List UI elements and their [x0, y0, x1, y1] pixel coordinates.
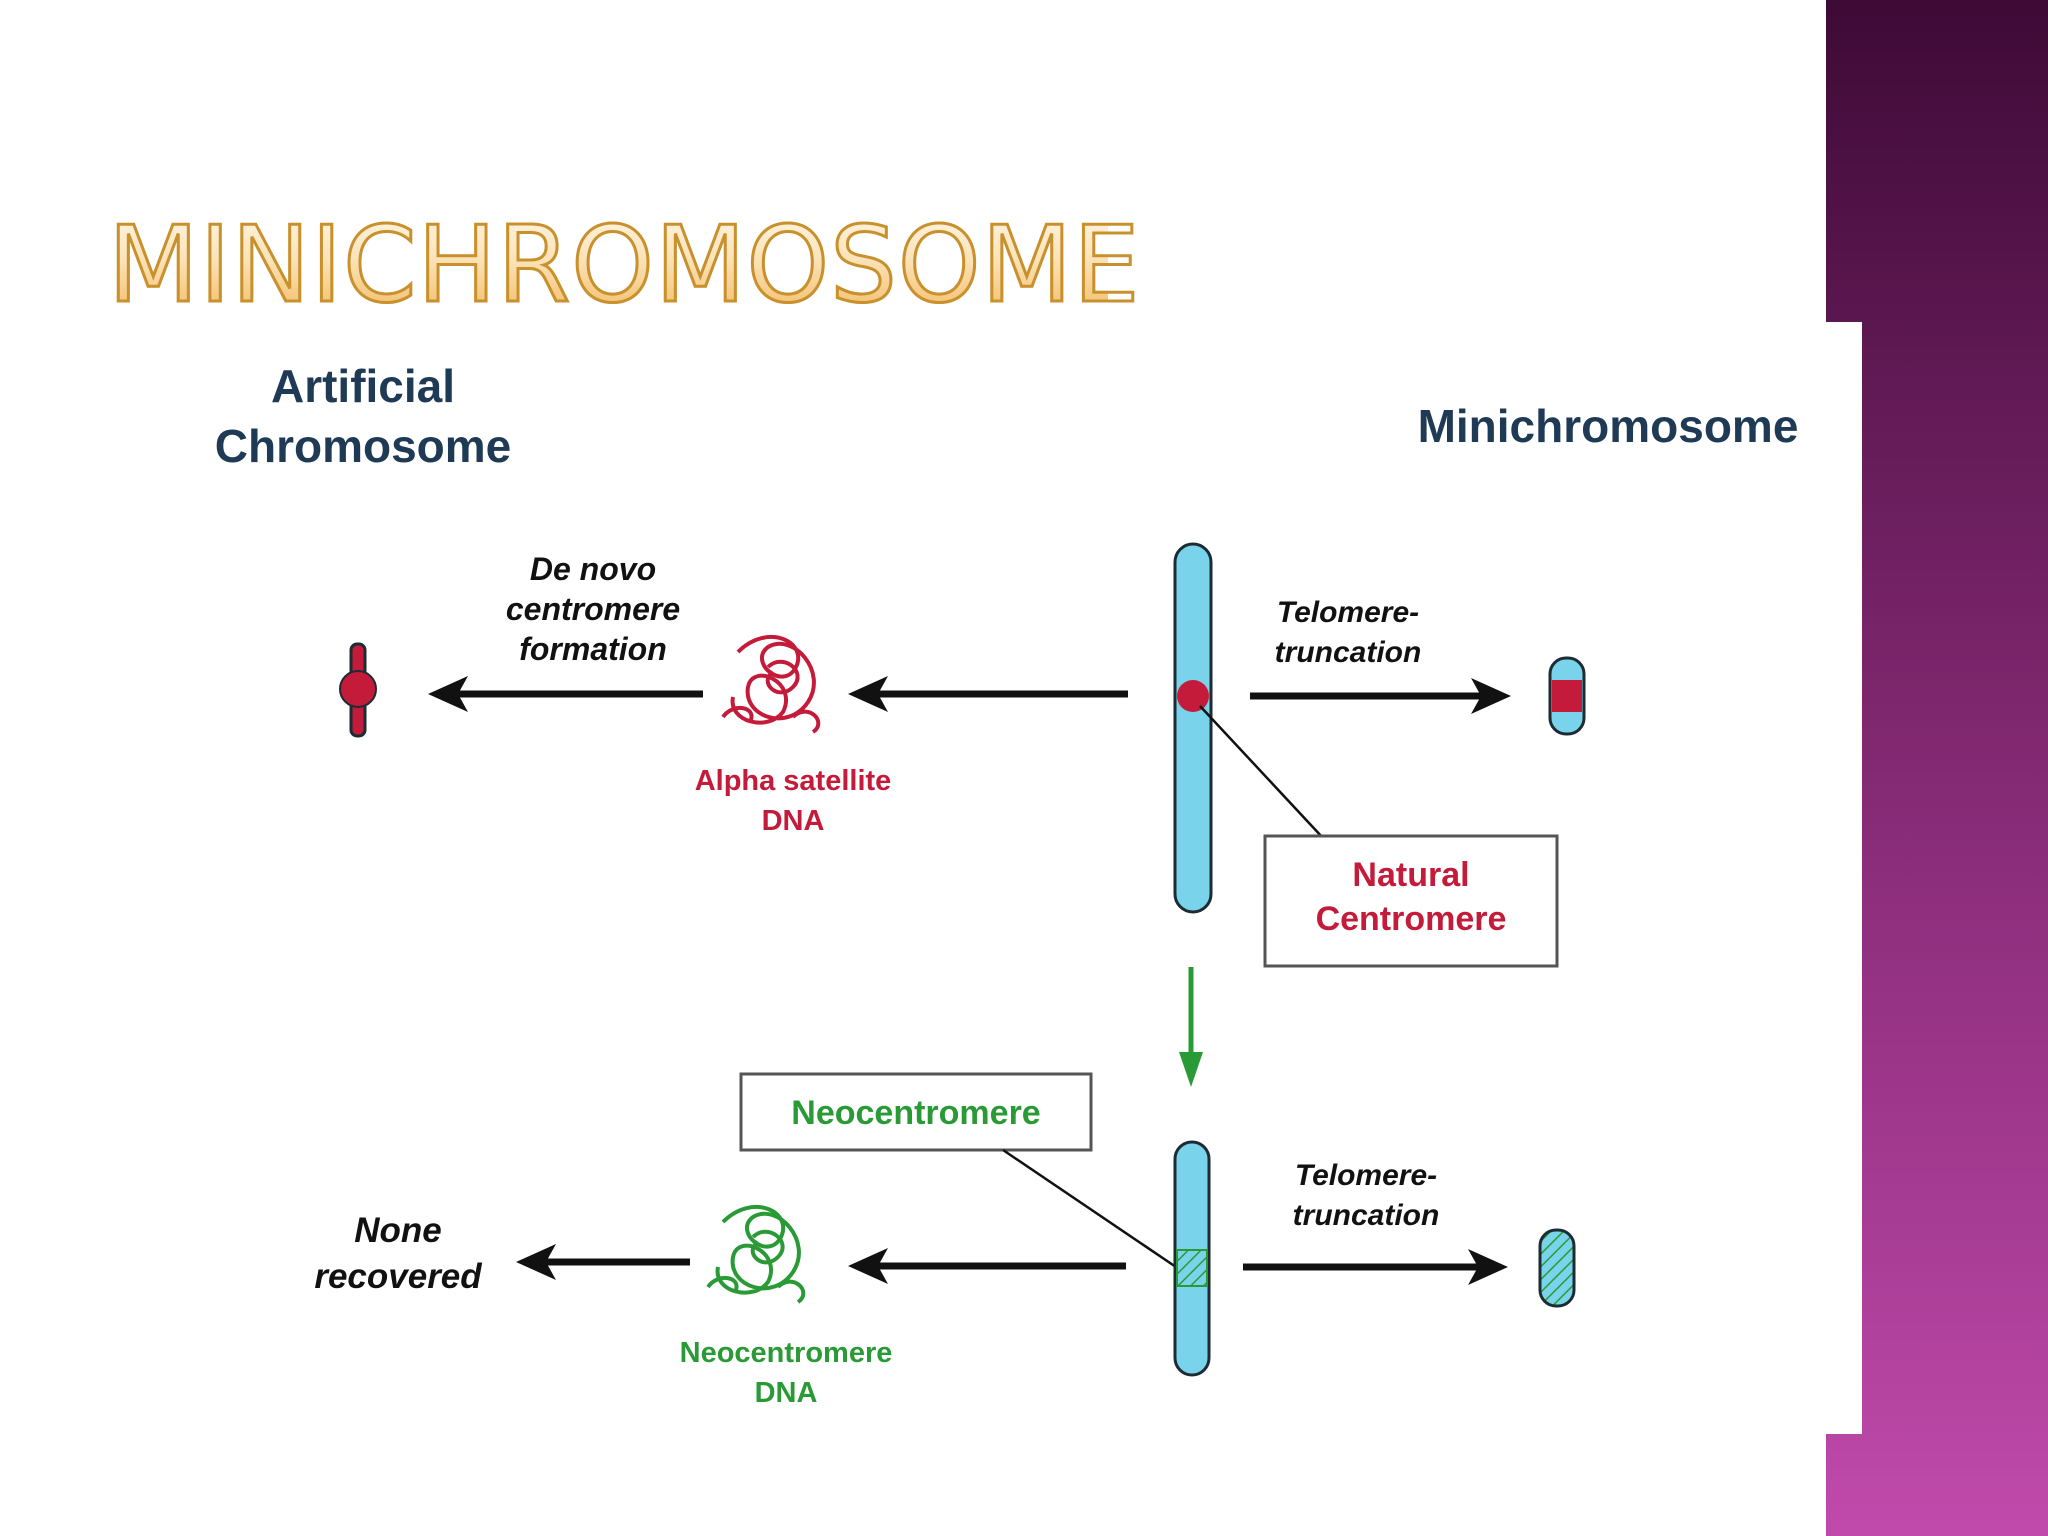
- arrow-to-minichromosome-top: [1250, 678, 1511, 714]
- arrow-to-none-recovered: [516, 1244, 690, 1280]
- diagram-panel: [168, 322, 1862, 1434]
- slide-title: MINICHROMOSOME: [107, 204, 1141, 327]
- alpha-satellite-dna-icon: [721, 634, 821, 734]
- neocentromere-box-label: Neocentromere: [791, 1094, 1040, 1132]
- artificial-chromosome-heading-line1: Artificial: [271, 360, 455, 412]
- natural-centromere-label-line1: Natural: [1352, 856, 1469, 894]
- minichromosome-bottom-icon: [1538, 1228, 1576, 1308]
- de-novo-label-line1: De novo: [530, 551, 656, 587]
- de-novo-label-line3: formation: [519, 631, 667, 667]
- artificial-chromosome-heading-line2: Chromosome: [215, 420, 511, 472]
- alpha-satellite-label-line2: DNA: [762, 805, 825, 837]
- bottom-telomere-truncation-line1: Telomere-: [1295, 1159, 1437, 1192]
- arrow-to-neocentromere-dna: [848, 1248, 1126, 1284]
- neocentromere-box: Neocentromere: [739, 1072, 1093, 1152]
- natural-centromere-box: Natural Centromere: [1263, 834, 1559, 968]
- natural-centromere-pointer: [1199, 705, 1324, 839]
- arrow-to-minichromosome-bottom: [1243, 1249, 1508, 1285]
- bottom-telomere-truncation-line2: truncation: [1293, 1199, 1440, 1232]
- alpha-satellite-label-line1: Alpha satellite: [695, 765, 892, 797]
- neocentromere-pointer: [1002, 1148, 1177, 1269]
- neocentromere-dna-label-line2: DNA: [755, 1377, 818, 1409]
- none-recovered-label-line2: recovered: [314, 1257, 482, 1296]
- artificial-chromosome-icon: [339, 642, 377, 738]
- top-telomere-truncation-line1: Telomere-: [1277, 596, 1419, 629]
- neocentromere-dna-icon: [706, 1204, 806, 1304]
- none-recovered-label-line1: None: [354, 1211, 442, 1250]
- minichromosome-diagram: Artificial Chromosome Minichromosome De …: [168, 322, 1862, 1434]
- natural-centromere-label-line2: Centromere: [1316, 900, 1507, 938]
- minichromosome-heading: Minichromosome: [1418, 400, 1799, 452]
- de-novo-label-line2: centromere: [506, 591, 680, 627]
- arrow-to-artificial-chromosome: [428, 676, 703, 712]
- minichromosome-top-icon: [1548, 656, 1586, 736]
- top-telomere-truncation-line2: truncation: [1275, 636, 1422, 669]
- arrow-to-alpha-satellite: [848, 676, 1128, 712]
- natural-chromosome: [1173, 542, 1213, 914]
- derived-chromosome: [1173, 1140, 1211, 1377]
- side-band: [1826, 0, 2048, 1536]
- neocentromere-dna-label-line1: Neocentromere: [680, 1337, 893, 1369]
- green-down-arrow: [1179, 967, 1203, 1087]
